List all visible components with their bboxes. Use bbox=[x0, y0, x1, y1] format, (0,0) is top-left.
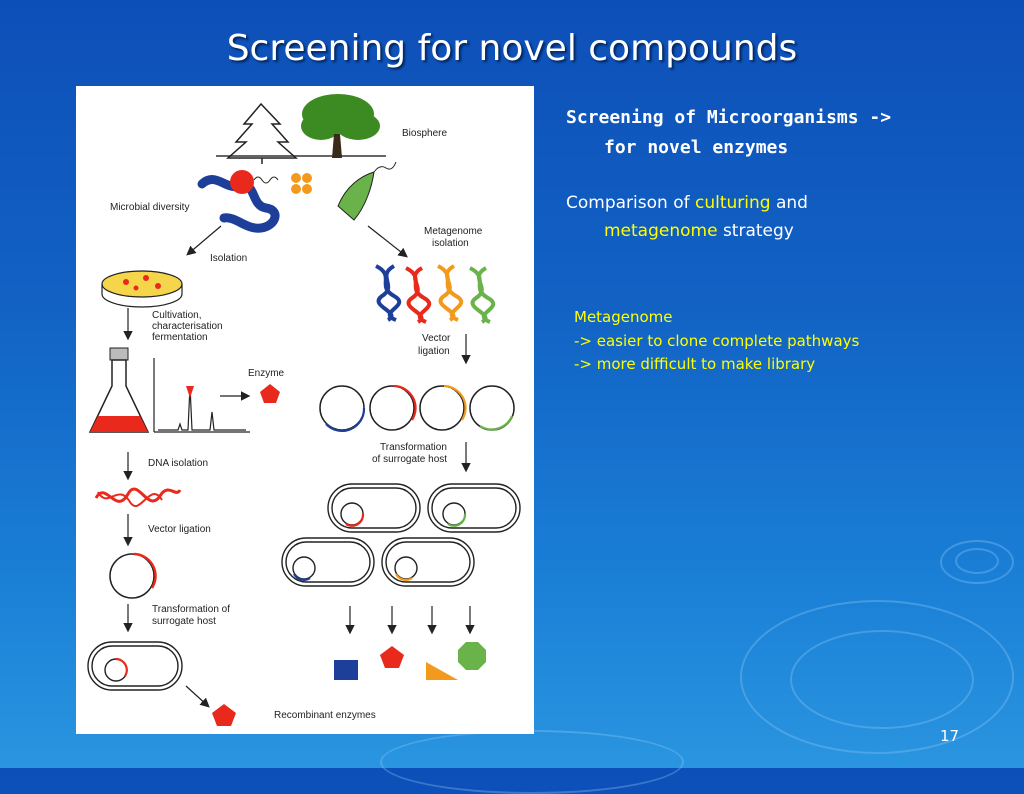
page-number: 17 bbox=[940, 727, 960, 745]
flagellum-icon bbox=[253, 176, 279, 184]
chromatogram-plot bbox=[153, 358, 250, 433]
comparison-culturing: culturing bbox=[694, 193, 771, 213]
plasmid-insert bbox=[133, 552, 157, 589]
label-isolation: Isolation bbox=[210, 253, 247, 264]
ripple-decoration bbox=[740, 600, 1014, 754]
metagenome-title: Metagenome bbox=[574, 308, 673, 326]
peak-marker-icon bbox=[186, 386, 194, 398]
petri-dish-icon bbox=[101, 270, 183, 308]
arrow-to-isolation bbox=[186, 225, 222, 256]
label-microbial-diversity: Microbial diversity bbox=[110, 202, 189, 213]
label-metagenome-isolation-1: Metagenome bbox=[424, 226, 483, 237]
microbe-cluster-icon bbox=[291, 173, 312, 194]
microbe-filament-icon bbox=[197, 175, 280, 233]
fermentation-flask-icon bbox=[88, 347, 150, 433]
label-vector-ligation-right-1: Vector bbox=[422, 333, 451, 344]
enzyme-pentagon-icon bbox=[260, 384, 280, 403]
host-plasmid-inserts bbox=[293, 513, 467, 581]
product-octagon-icon bbox=[458, 642, 486, 670]
label-transformation-left-1: Transformation of bbox=[152, 604, 230, 615]
screening-diagram-svg: Biosphere Microbial diversity Isolation … bbox=[87, 94, 521, 726]
ripple-decoration bbox=[955, 548, 999, 574]
metagenome-notes: Metagenome -> easier to clone complete p… bbox=[574, 306, 994, 377]
comparison-suffix: strategy bbox=[717, 221, 794, 241]
comparison-metagenome: metagenome bbox=[604, 221, 718, 241]
ripple-decoration bbox=[940, 540, 1014, 584]
label-cultivation-2: characterisation bbox=[152, 321, 223, 332]
comparison-prefix: Comparison of bbox=[566, 193, 695, 213]
label-enzyme: Enzyme bbox=[248, 368, 285, 379]
arrow-to-metagenome bbox=[367, 225, 408, 258]
comparison-and: and bbox=[770, 193, 808, 213]
label-cultivation-3: fermentation bbox=[152, 332, 208, 343]
arrow-to-product bbox=[185, 685, 210, 708]
label-transformation-right-2: of surrogate host bbox=[372, 454, 447, 465]
label-recombinant-enzymes: Recombinant enzymes bbox=[274, 710, 376, 721]
recombinant-enzyme-icon bbox=[212, 704, 236, 726]
label-metagenome-isolation-2: isolation bbox=[432, 238, 469, 249]
microbe-coccus-icon bbox=[230, 170, 254, 194]
heading-line-1: Screening of Microorganisms -> bbox=[566, 107, 892, 128]
metagenome-point-1: -> easier to clone complete pathways bbox=[574, 331, 860, 350]
label-vector-ligation-left: Vector ligation bbox=[148, 524, 211, 535]
plasmid-icon bbox=[109, 553, 155, 599]
comparison-block: Comparison of culturing and metagenome s… bbox=[566, 189, 1006, 245]
heading-line-2: for novel enzymes bbox=[604, 137, 789, 158]
product-square-icon bbox=[334, 660, 358, 680]
ripple-decoration bbox=[790, 630, 974, 729]
label-transformation-left-2: surrogate host bbox=[152, 616, 216, 627]
slide-title: Screening for novel compounds bbox=[226, 28, 798, 69]
flagellum-icon bbox=[373, 161, 397, 173]
label-transformation-right-1: Transformation bbox=[380, 442, 447, 453]
plasmid-row bbox=[319, 384, 515, 432]
dna-strand-icon bbox=[97, 491, 163, 507]
rod-bacterium-icon bbox=[337, 171, 375, 221]
deciduous-tree-icon bbox=[301, 94, 380, 158]
label-biosphere: Biosphere bbox=[402, 128, 447, 139]
ripple-decoration bbox=[380, 730, 684, 794]
label-vector-ligation-right-2: ligation bbox=[418, 346, 450, 357]
metagenome-point-2: -> more difficult to make library bbox=[574, 355, 816, 373]
host-plasmid-insert bbox=[115, 657, 128, 677]
label-dna-isolation: DNA isolation bbox=[148, 458, 208, 469]
host-cell-left bbox=[87, 641, 183, 691]
dna-strand-icon bbox=[94, 487, 182, 503]
label-cultivation-1: Cultivation, bbox=[152, 310, 201, 321]
product-arrows bbox=[345, 606, 475, 635]
product-pentagon-icon bbox=[380, 646, 404, 668]
host-cells-group bbox=[281, 483, 521, 587]
heading-block: Screening of Microorganisms -> for novel… bbox=[566, 103, 1006, 163]
conifer-tree-icon bbox=[226, 102, 298, 164]
metagenome-dna-icon bbox=[374, 264, 496, 324]
screening-diagram: Biosphere Microbial diversity Isolation … bbox=[76, 86, 534, 734]
product-triangle-icon bbox=[426, 662, 458, 680]
